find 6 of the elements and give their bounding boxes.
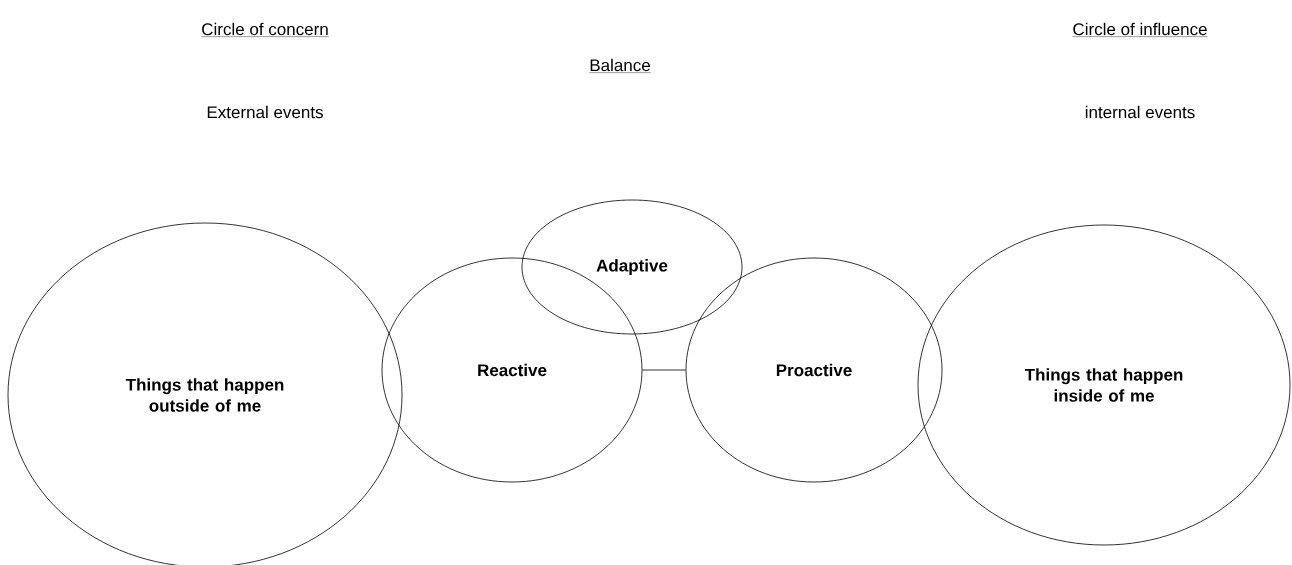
connector-line [642,369,686,371]
heading: Circle of concern [201,22,329,37]
text-label: External events [207,105,323,119]
heading: Balance [589,58,651,73]
heading: Circle of influence [1072,22,1208,37]
text-label: internal events [1085,105,1195,119]
